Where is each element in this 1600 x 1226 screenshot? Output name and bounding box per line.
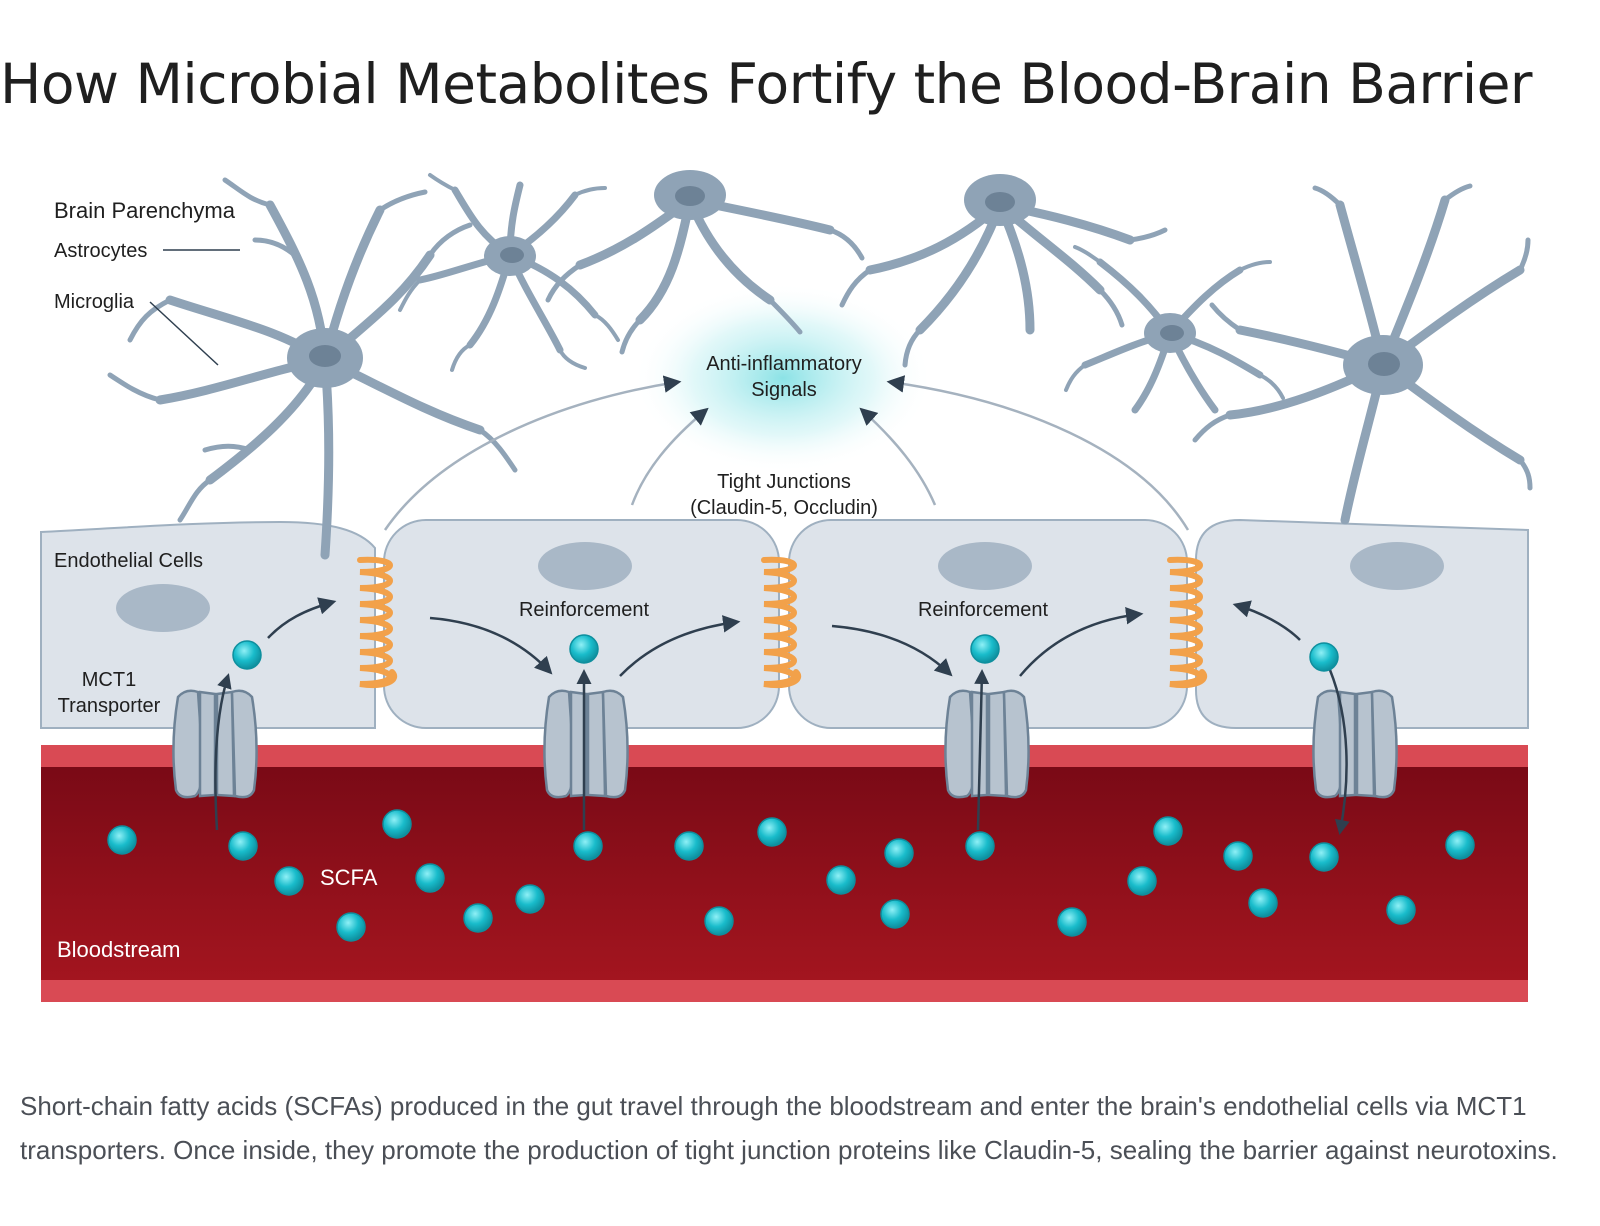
mct1-transporters (172, 689, 1398, 799)
bbb-diagram: Brain Parenchyma Astrocytes Microglia An… (0, 170, 1600, 1050)
tight-junction-icon (1167, 556, 1207, 688)
nucleus-icon (985, 192, 1015, 212)
nucleus-icon (309, 345, 341, 367)
mct1-transporter-icon (543, 689, 629, 799)
label-endothelial-cells: Endothelial Cells (54, 550, 203, 572)
scfa-molecule (1445, 830, 1475, 860)
label-tight-junctions: Tight Junctions (717, 471, 851, 493)
label-signals: Signals (751, 379, 817, 401)
scfa-molecule (826, 865, 856, 895)
scfa-molecule (1153, 816, 1183, 846)
transport-arrow (974, 669, 990, 831)
scfa-molecule (463, 903, 493, 933)
mct1-transporter-icon (1312, 689, 1398, 799)
scfa-molecule (1248, 888, 1278, 918)
microglia-leader-line (149, 301, 219, 366)
scfa-molecule (336, 912, 366, 942)
mct1-transporter-icon (172, 689, 258, 799)
label-scfa: SCFA (320, 865, 378, 890)
scfa-molecule (965, 831, 995, 861)
scfa-molecule (274, 866, 304, 896)
nucleus-icon (1350, 542, 1444, 590)
scfa-molecule (1309, 642, 1339, 672)
scfa-molecule (515, 884, 545, 914)
scfa-molecule (884, 838, 914, 868)
label-reinforcement-2: Reinforcement (918, 599, 1049, 621)
signal-arrow (859, 407, 937, 506)
scfa-molecule (757, 817, 787, 847)
astrocyte-1 (107, 177, 518, 560)
scfa-molecule (415, 863, 445, 893)
signal-arrow (886, 375, 1190, 531)
label-tight-junction-proteins: (Claudin-5, Occludin) (690, 497, 878, 519)
label-transporter: Transporter (58, 695, 161, 717)
leader-lines (149, 249, 240, 366)
signal-arrow (630, 407, 709, 506)
label-anti-inflammatory: Anti-inflammatory (706, 353, 862, 375)
nucleus-icon (116, 584, 210, 632)
scfa-molecule (1223, 841, 1253, 871)
reinforcement-arrow (831, 624, 953, 677)
label-brain-parenchyma: Brain Parenchyma (54, 198, 236, 223)
pathway-arrows (214, 597, 1350, 835)
astrocyte-2 (545, 170, 865, 355)
signal-arrows (383, 375, 1190, 531)
reinforcement-arrow (267, 597, 337, 639)
astrocyte-3 (839, 174, 1168, 368)
scfa-molecule (674, 831, 704, 861)
nucleus-icon (500, 247, 524, 263)
scfa-molecule (232, 640, 262, 670)
nucleus-icon (1160, 325, 1184, 341)
endothelial-layer (40, 518, 1529, 729)
scfa-molecule (107, 825, 137, 855)
scfa-molecule (1127, 866, 1157, 896)
scfa-molecule (569, 634, 599, 664)
nucleus-icon (938, 542, 1032, 590)
label-mct1: MCT1 (82, 669, 136, 691)
tight-junction-icon (761, 556, 801, 688)
label-bloodstream: Bloodstream (57, 937, 181, 962)
bloodstream-vessel (41, 745, 1528, 1002)
label-reinforcement-1: Reinforcement (519, 599, 650, 621)
figure-caption: Short-chain fatty acids (SCFAs) produced… (20, 1091, 1558, 1165)
scfa-molecule (573, 831, 603, 861)
scfa-molecule (228, 831, 258, 861)
scfa-molecule (1386, 895, 1416, 925)
astrocytes (107, 170, 1533, 560)
tight-junction-icon (357, 556, 397, 688)
nucleus-icon (675, 186, 705, 206)
reinforcement-arrow (429, 616, 553, 675)
nucleus-icon (538, 542, 632, 590)
nucleus-icon (1368, 352, 1400, 376)
reinforcement-arrow (1019, 606, 1144, 677)
mct1-transporter-icon (944, 689, 1030, 799)
scfa-molecules (107, 634, 1475, 942)
scfa-molecule (1309, 842, 1339, 872)
page-title: How Microbial Metabolites Fortify the Bl… (0, 52, 1533, 116)
label-astrocytes: Astrocytes (54, 240, 147, 262)
reinforcement-arrow (619, 615, 741, 677)
tight-junctions (357, 556, 1207, 688)
scfa-molecule (970, 634, 1000, 664)
scfa-molecule (1057, 907, 1087, 937)
scfa-molecule (382, 809, 412, 839)
astrocyte-4 (1192, 183, 1533, 525)
transport-arrow (1328, 669, 1350, 835)
label-microglia: Microglia (54, 291, 135, 313)
scfa-molecule (704, 906, 734, 936)
reinforcement-arrow (1232, 600, 1301, 641)
microglia-2 (1064, 245, 1285, 414)
signal-arrow (383, 375, 682, 531)
transport-arrow (214, 673, 232, 831)
microglia-1 (398, 173, 620, 372)
scfa-molecule (880, 899, 910, 929)
